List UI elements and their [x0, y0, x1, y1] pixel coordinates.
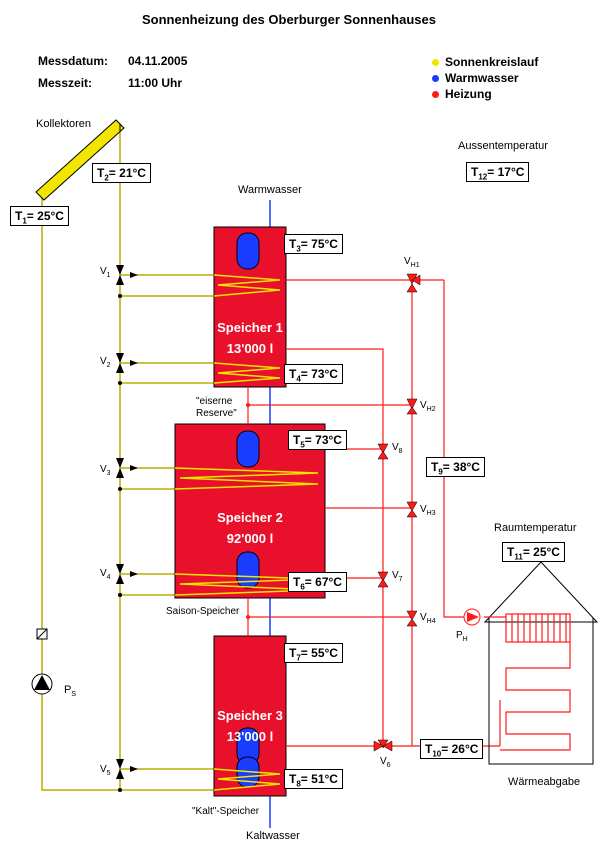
valve-v5-label: V5	[100, 764, 111, 777]
valve-v7-label: V7	[392, 570, 403, 583]
heating-junctions	[246, 403, 250, 619]
heating-valves	[373, 273, 421, 752]
temp-t9: T9= 38°C	[426, 457, 485, 477]
date-label: Messdatum:	[38, 54, 109, 68]
house-roof	[483, 561, 599, 623]
legend-dot-solar	[432, 59, 439, 67]
house-walls	[488, 618, 594, 765]
valve-v4-label: V4	[100, 568, 111, 581]
page-title: Sonnenheizung des Oberburger Sonnenhause…	[142, 12, 436, 27]
label-kollektoren: Kollektoren	[36, 118, 92, 130]
valve-v6-label: V6	[380, 756, 391, 769]
legend-dot-heating	[432, 91, 439, 99]
label-eiserne-2: Reserve"	[196, 408, 237, 419]
legend-item-heating: Heizung	[432, 87, 492, 101]
label-pump-ph: PH	[456, 630, 468, 643]
temp-t8: T8= 51°C	[284, 769, 343, 789]
label-raumtemperatur: Raumtemperatur	[494, 522, 577, 534]
time-label: Messzeit:	[38, 76, 93, 90]
legend-item-water: Warmwasser	[432, 71, 519, 85]
valve-v2-label: V2	[100, 356, 111, 369]
temp-t4: T4= 73°C	[284, 364, 343, 384]
label-waermeabgabe: Wärmeabgabe	[508, 776, 581, 788]
label-pump-ps: PS	[64, 684, 77, 699]
temp-t7: T7= 55°C	[284, 643, 343, 663]
label-aussentemperatur: Aussentemperatur	[458, 140, 548, 152]
valve-vh1-label: VH1	[404, 256, 420, 269]
tank-1-label: Speicher 1 13'000 l	[217, 320, 283, 356]
label-kalt-speicher: "Kalt"-Speicher	[192, 806, 260, 817]
valve-v1-label: V1	[100, 266, 111, 279]
temp-t2: T2= 21°C	[92, 163, 151, 183]
legend-item-solar: Sonnenkreislauf	[432, 55, 538, 69]
temp-t6: T6= 67°C	[288, 572, 347, 592]
label-saison-speicher: Saison-Speicher	[166, 606, 240, 617]
tank-2-label: Speicher 2 92'000 l	[217, 510, 283, 546]
solar-flow-arrows	[130, 272, 138, 772]
label-eiserne-1: "eiserne	[196, 396, 233, 407]
temp-t12: T12= 17°C	[466, 162, 530, 182]
temp-t1: T1= 25°C	[10, 206, 69, 226]
label-warmwasser: Warmwasser	[238, 184, 302, 196]
label-kaltwasser: Kaltwasser	[246, 830, 300, 842]
valve-vh4-label: VH4	[420, 612, 436, 625]
valve-vh3-label: VH3	[420, 504, 436, 517]
temp-t5: T5= 73°C	[288, 430, 347, 450]
solar-collector	[35, 119, 125, 201]
temp-t11: T11= 25°C	[502, 542, 565, 562]
solar-valves	[116, 265, 124, 792]
legend-dot-water	[432, 75, 439, 83]
time-value: 11:00 Uhr	[128, 76, 183, 90]
tank-3-label: Speicher 3 13'000 l	[217, 708, 283, 744]
temp-t10: T10= 26°C	[420, 739, 484, 759]
valve-vh2-label: VH2	[420, 400, 436, 413]
valve-v3-label: V3	[100, 464, 111, 477]
radiator-coils	[484, 613, 571, 751]
date-value: 04.11.2005	[128, 54, 188, 68]
temp-t3: T3= 75°C	[284, 234, 343, 254]
valve-v8-label: V8	[392, 442, 403, 455]
solar-exchangers	[174, 274, 319, 791]
